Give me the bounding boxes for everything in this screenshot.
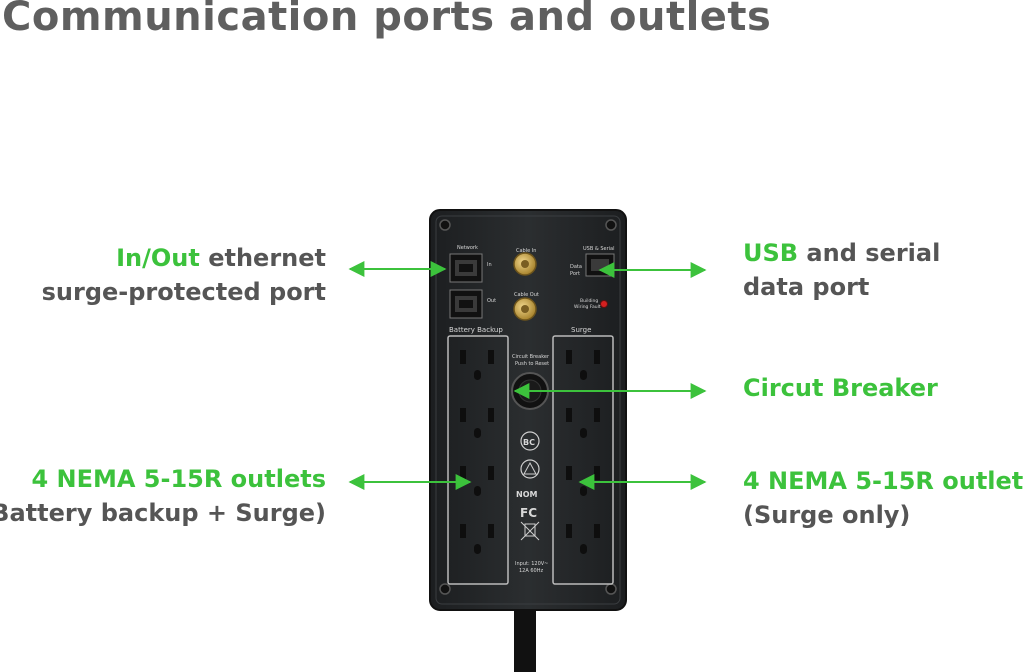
ethernet-in-port[interactable] [449, 253, 483, 283]
cable-out-label: Cable Out [514, 292, 539, 298]
usb-serial-label: USB & Serial [583, 246, 615, 252]
usb-callout-rest: and serial [798, 239, 941, 267]
page-title: Communication ports and outlets [2, 0, 772, 40]
wiring-fault-label: Building [580, 298, 598, 304]
ethernet-callout-rest: ethernet [199, 244, 326, 272]
nema-outlet[interactable] [566, 408, 600, 438]
ethernet-out-port[interactable] [449, 289, 483, 319]
usb-callout-highlight: USB [743, 239, 799, 267]
breaker-callout-highlight: Circut Breaker [743, 374, 938, 402]
ethernet-callout-highlight: In/Out [116, 244, 200, 272]
ethernet-out-label: Out [487, 298, 496, 304]
battery-backup-outlet-group [447, 335, 509, 585]
coax-in-connector[interactable] [513, 252, 537, 276]
bc-mark-icon: BC [523, 438, 535, 447]
breaker-label: Circuit Breaker [512, 354, 550, 360]
nema-outlet[interactable] [460, 466, 494, 496]
input-rating-label: Input: 120V~ [515, 561, 548, 567]
data-port-label-2: Port [570, 271, 580, 277]
usb-serial-data-port[interactable] [585, 253, 615, 277]
nema-outlet[interactable] [566, 350, 600, 380]
surge-outlets-callout: 4 NEMA 5-15R outlets (Surge only) [743, 464, 1024, 532]
cable-in-label: Cable In [516, 248, 536, 254]
data-port-label: Data [570, 264, 582, 270]
input-rating-label-2: 12A 60Hz [519, 568, 543, 574]
wiring-fault-led-icon [600, 300, 608, 308]
breaker-callout: Circut Breaker [743, 371, 938, 405]
battery-outlets-callout-line2: (Battery backup + Surge) [0, 499, 326, 527]
screw-icon [439, 219, 617, 595]
power-cord [514, 598, 536, 672]
nom-mark-icon: NOM [516, 490, 537, 499]
nema-outlet[interactable] [460, 408, 494, 438]
battery-backup-label: Battery Backup [449, 326, 503, 334]
surge-outlet-group [552, 335, 614, 585]
callout-arrows [348, 261, 707, 490]
certification-triangle-icon [523, 461, 537, 475]
surge-outlets-callout-line2: (Surge only) [743, 501, 911, 529]
battery-backup-outlets [460, 350, 494, 554]
fc-mark-icon: FC [520, 506, 537, 520]
ethernet-callout: In/Out ethernet surge-protected port [42, 241, 326, 309]
weee-bin-icon [520, 521, 540, 541]
ethernet-callout-line2: surge-protected port [41, 278, 326, 306]
surge-label: Surge [571, 326, 591, 334]
usb-callout-line2: data port [743, 273, 870, 301]
coax-out-connector[interactable] [513, 297, 537, 321]
surge-outlets-callout-highlight: 4 NEMA 5-15R outlets [743, 467, 1024, 495]
nema-outlet[interactable] [566, 524, 600, 554]
ethernet-in-label: In [487, 262, 492, 268]
usb-callout: USB and serial data port [743, 236, 940, 304]
nema-outlet[interactable] [460, 350, 494, 380]
wiring-fault-label-2: Wiring Fault [574, 304, 601, 310]
surge-outlets [566, 350, 600, 554]
battery-outlets-callout-highlight: 4 NEMA 5-15R outlets [31, 465, 326, 493]
nema-outlet[interactable] [460, 524, 494, 554]
network-label: Network [457, 245, 478, 251]
battery-outlets-callout: 4 NEMA 5-15R outlets (Battery backup + S… [0, 462, 326, 530]
breaker-label-2: Push to Reset [515, 361, 549, 367]
